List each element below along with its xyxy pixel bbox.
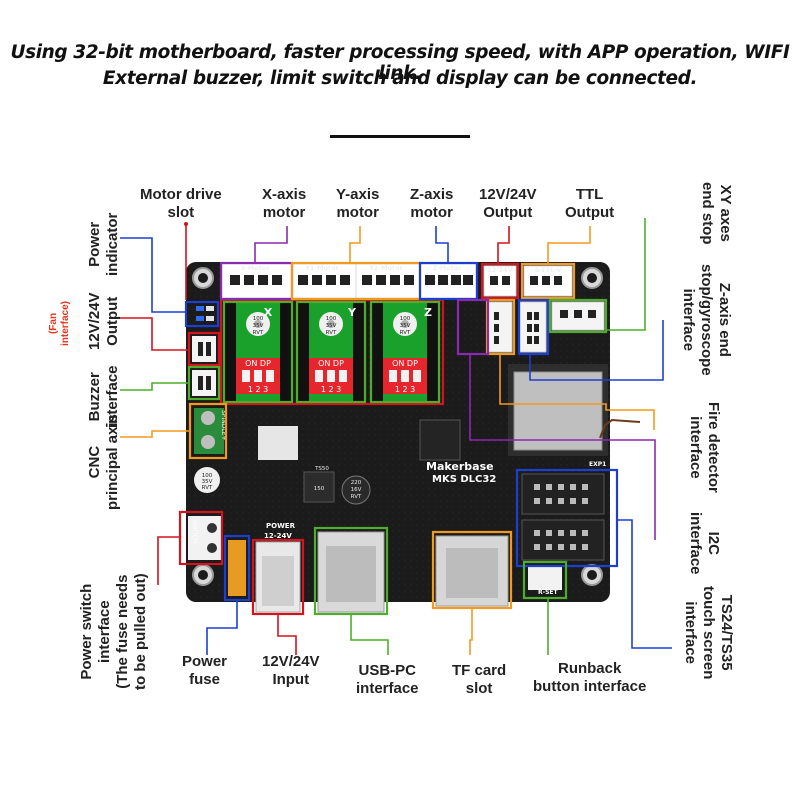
svg-text:100: 100 xyxy=(400,316,411,322)
svg-text:35V: 35V xyxy=(326,323,337,329)
svg-text:220: 220 xyxy=(351,480,362,486)
silk-z-motor: Z-Motor xyxy=(432,264,462,272)
silk-ttl: S-TTL-V xyxy=(535,266,562,274)
silk-spindle: SPINDLE+ xyxy=(220,410,227,440)
silk-x-motor: X-Motor xyxy=(241,264,271,272)
svg-text:100: 100 xyxy=(202,473,213,479)
svg-text:RVT: RVT xyxy=(202,485,213,491)
silk-y1-motor: Y1-Motor xyxy=(304,264,339,272)
silk-switch: SWITCH xyxy=(191,520,198,544)
silk-exp: EXP1 xyxy=(589,461,606,468)
fuse xyxy=(228,540,246,596)
pot xyxy=(194,467,220,493)
svg-text:35V: 35V xyxy=(400,323,411,329)
svg-text:35V: 35V xyxy=(202,479,213,485)
header-line-1: Using 32-bit motherboard, faster process… xyxy=(10,42,790,84)
silk-rset: R-SET xyxy=(538,589,559,596)
silk-dip-x-nums: 1 2 3 xyxy=(248,385,268,394)
silk-y2-motor: Y2-Motor xyxy=(368,264,403,272)
board-model: MKS DLC32 xyxy=(432,474,496,485)
svg-text:35V: 35V xyxy=(253,323,264,329)
silk-power: POWER xyxy=(266,522,296,530)
silk-y: Y xyxy=(347,306,357,319)
svg-text:150: 150 xyxy=(314,486,325,492)
silk-dip-z-nums: 1 2 3 xyxy=(395,385,415,394)
svg-text:RVT: RVT xyxy=(351,494,362,500)
runback-connector xyxy=(528,566,562,590)
svg-text:RVT: RVT xyxy=(400,330,411,336)
exp-header-2 xyxy=(521,519,605,561)
regulator xyxy=(258,426,298,460)
svg-text:RVT: RVT xyxy=(326,330,337,336)
silk-12v: 12/24V xyxy=(487,266,513,274)
capacitor xyxy=(341,475,371,505)
mcu xyxy=(419,419,461,461)
exp-header-1 xyxy=(521,473,605,515)
header-line-2: External buzzer, limit switch and displa… xyxy=(102,68,698,89)
left-connectors xyxy=(188,336,224,560)
silk-dip-z: ON DP xyxy=(392,359,418,368)
silk-power-v: 12-24V xyxy=(264,532,292,540)
header-divider xyxy=(330,135,470,138)
inductor xyxy=(303,471,335,503)
silk-dip-x: ON DP xyxy=(245,359,271,368)
svg-text:TS50: TS50 xyxy=(314,466,329,472)
silk-x: X xyxy=(264,306,273,319)
silk-z: Z xyxy=(424,306,432,319)
driver-modules xyxy=(224,302,439,402)
svg-text:100: 100 xyxy=(326,316,337,322)
silk-dip-y: ON DP xyxy=(318,359,344,368)
board-brand: Makerbase xyxy=(426,460,494,473)
silk-dip-y-nums: 1 2 3 xyxy=(321,385,341,394)
svg-text:RVT: RVT xyxy=(253,330,264,336)
right-connectors xyxy=(487,301,605,353)
indicator-leds xyxy=(196,306,214,321)
svg-text:100: 100 xyxy=(253,316,264,322)
svg-text:16V: 16V xyxy=(351,487,362,493)
antenna xyxy=(599,418,641,439)
